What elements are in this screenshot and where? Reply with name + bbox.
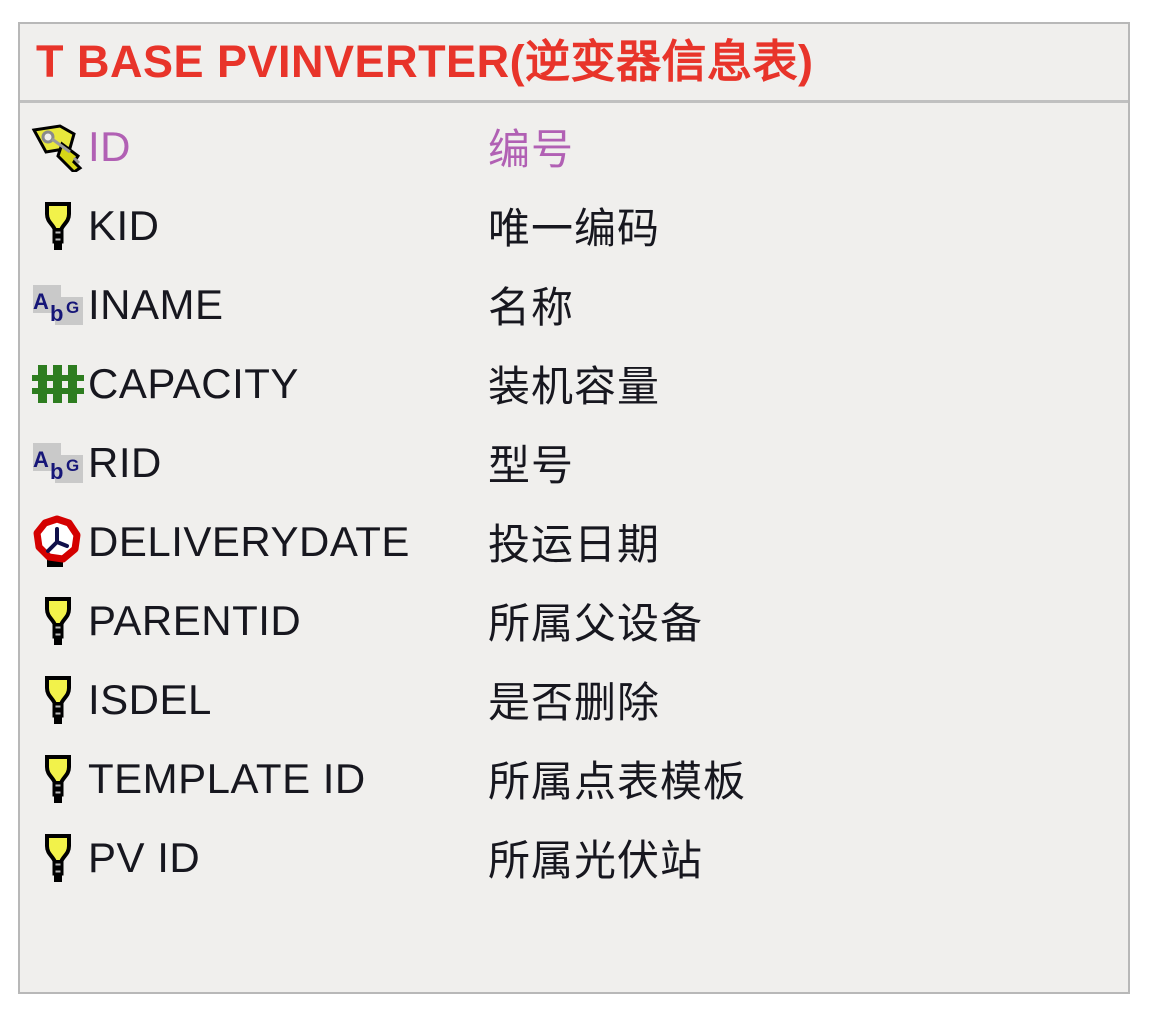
clock-icon (28, 513, 88, 571)
field-name: PARENTID (88, 596, 302, 644)
number-icon (28, 355, 88, 413)
bulb-icon (28, 671, 88, 729)
field-row-kid[interactable]: KID 唯一编码 (20, 186, 1128, 265)
field-description: 所属点表模板 (488, 758, 747, 805)
svg-text:b: b (50, 459, 63, 484)
svg-text:A: A (33, 289, 49, 314)
field-description: 是否删除 (488, 679, 661, 726)
field-description: 型号 (488, 442, 575, 489)
svg-text:A: A (33, 447, 49, 472)
field-name: DELIVERYDATE (88, 517, 410, 565)
field-row-pv-id[interactable]: PV ID 所属光伏站 (20, 818, 1128, 897)
field-name: RID (88, 438, 162, 486)
abc-icon: A b G (28, 276, 88, 334)
field-name: ISDEL (88, 675, 212, 723)
field-row-rid[interactable]: A b G RID 型号 (20, 423, 1128, 502)
field-description: 所属光伏站 (488, 837, 704, 884)
entity-table-box: T BASE PVINVERTER(逆变器信息表) ID 编号 (18, 22, 1130, 994)
field-row-template-id[interactable]: TEMPLATE ID 所属点表模板 (20, 739, 1128, 818)
field-name: INAME (88, 280, 224, 328)
field-description: 唯一编码 (488, 205, 661, 252)
field-row-id[interactable]: ID 编号 (20, 107, 1128, 186)
field-name: ID (88, 122, 131, 170)
table-title: T BASE PVINVERTER(逆变器信息表) (20, 24, 1128, 103)
field-name: TEMPLATE ID (88, 754, 366, 802)
field-description: 编号 (488, 126, 575, 173)
field-row-isdel[interactable]: ISDEL 是否删除 (20, 660, 1128, 739)
field-row-deliverydate[interactable]: DELIVERYDATE 投运日期 (20, 502, 1128, 581)
bulb-icon (28, 750, 88, 808)
field-name: CAPACITY (88, 359, 299, 407)
bulb-icon (28, 592, 88, 650)
field-description: 所属父设备 (488, 600, 704, 647)
bulb-icon (28, 829, 88, 887)
field-name: KID (88, 201, 160, 249)
field-row-parentid[interactable]: PARENTID 所属父设备 (20, 581, 1128, 660)
field-list: ID 编号 KID 唯一编码 A (20, 103, 1128, 897)
field-row-iname[interactable]: A b G INAME 名称 (20, 265, 1128, 344)
field-description: 名称 (488, 284, 575, 331)
field-description: 装机容量 (488, 363, 661, 410)
svg-text:G: G (66, 298, 79, 317)
svg-text:G: G (66, 456, 79, 475)
key-icon (28, 118, 88, 176)
svg-text:b: b (50, 301, 63, 326)
field-row-capacity[interactable]: CAPACITY 装机容量 (20, 344, 1128, 423)
abc-icon: A b G (28, 434, 88, 492)
bulb-icon (28, 197, 88, 255)
field-description: 投运日期 (488, 521, 661, 568)
field-name: PV ID (88, 833, 201, 881)
